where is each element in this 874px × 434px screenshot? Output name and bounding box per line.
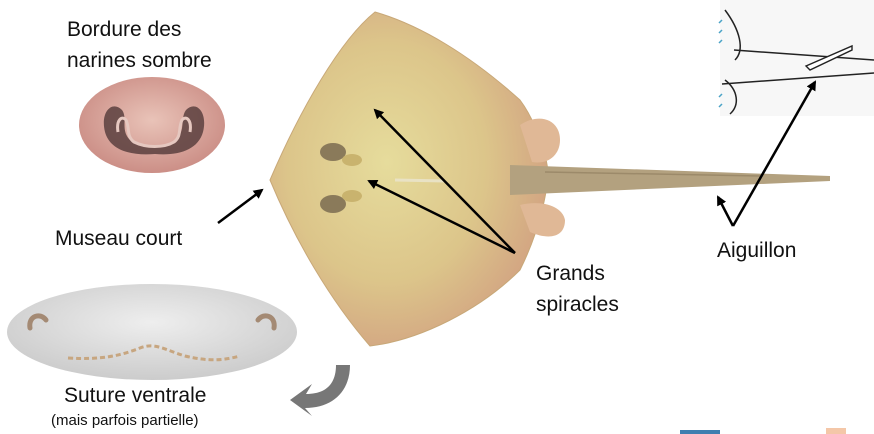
sting-label: Aiguillon [717, 236, 796, 265]
spiracles-label-line2: spiracles [536, 290, 619, 319]
sting-arrow-left [718, 197, 733, 226]
nostril-inset [79, 77, 225, 173]
bottom-right-fragment-2 [826, 428, 846, 434]
suture-note-label: (mais parfois partielle) [51, 411, 199, 431]
snout-arrow [218, 190, 262, 223]
ventral-inset [7, 284, 297, 380]
suture-label: Suture ventrale [64, 381, 206, 410]
bottom-right-fragment [680, 430, 720, 434]
snout-label: Museau court [55, 224, 182, 253]
nostril-label-line1: Bordure des [67, 15, 181, 44]
nostril-label-line2: narines sombre [67, 46, 212, 75]
spiracles-label-line1: Grands [536, 259, 605, 288]
sting-inset [719, 0, 874, 116]
rotate-arrow-icon [290, 365, 350, 416]
